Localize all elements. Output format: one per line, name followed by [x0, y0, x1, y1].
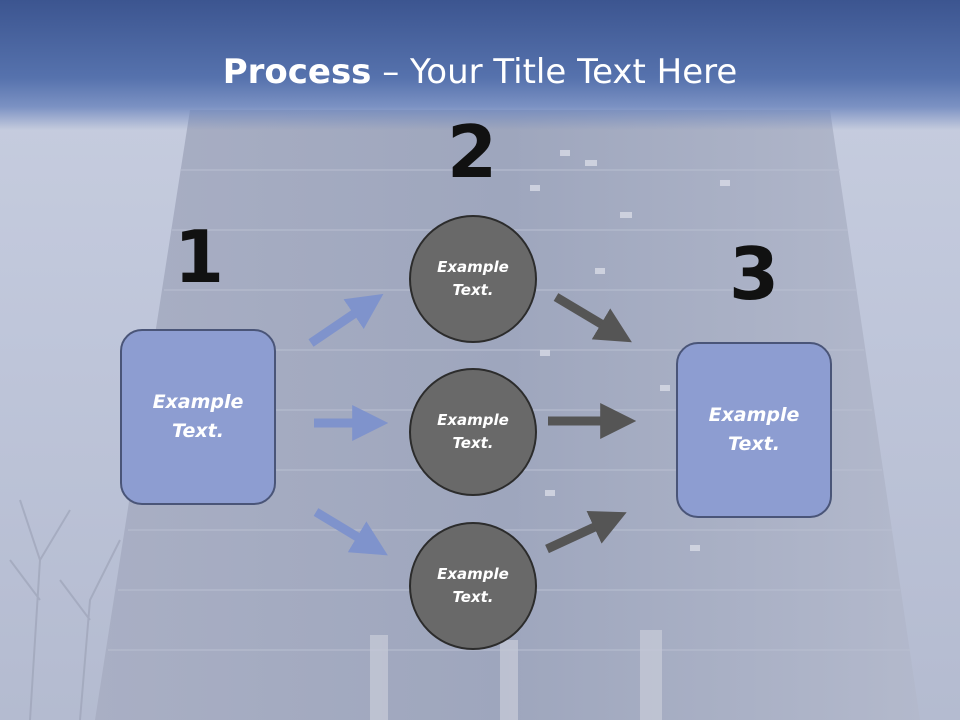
step-number-1: 1: [173, 215, 225, 299]
process-circle-bottom[interactable]: Example Text.: [409, 522, 537, 650]
output-box[interactable]: Example Text.: [676, 342, 832, 518]
process-circle-middle-text: Example Text.: [437, 411, 509, 452]
process-circle-middle[interactable]: Example Text.: [409, 368, 537, 496]
slide-title[interactable]: Process – Your Title Text Here: [0, 52, 960, 92]
process-circle-top[interactable]: Example Text.: [409, 215, 537, 343]
step-number-3: 3: [728, 232, 780, 316]
process-circle-bottom-text: Example Text.: [437, 565, 509, 606]
title-rest: – Your Title Text Here: [371, 52, 738, 92]
input-box[interactable]: Example Text.: [120, 329, 276, 505]
title-bold: Process: [222, 52, 372, 92]
step-number-2: 2: [446, 110, 498, 194]
output-box-text: Example Text.: [708, 404, 800, 455]
input-box-text: Example Text.: [152, 391, 244, 442]
process-circle-top-text: Example Text.: [437, 258, 509, 299]
title-band: [0, 0, 960, 130]
